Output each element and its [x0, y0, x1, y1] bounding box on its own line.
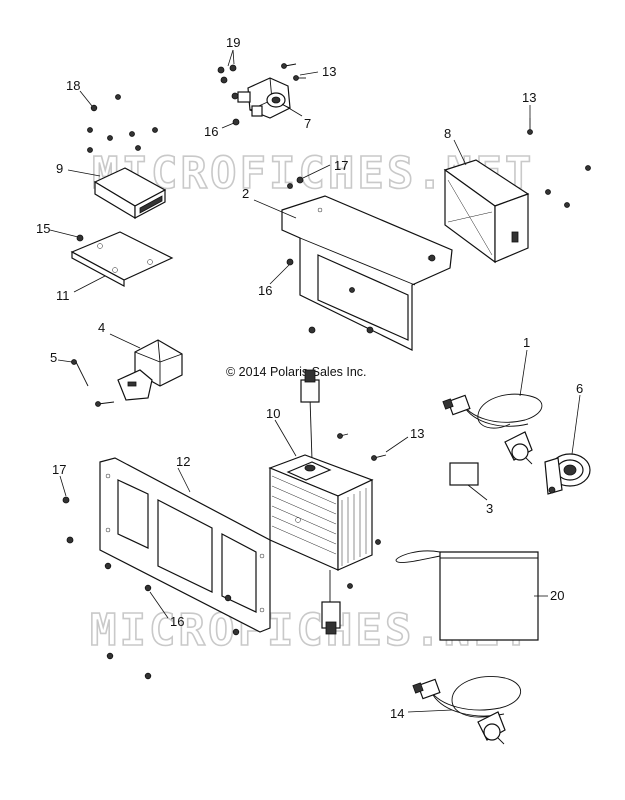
cable-part-14: [412, 676, 522, 745]
callout-13-right: 13: [522, 90, 536, 105]
callout-7: 7: [304, 116, 311, 131]
callout-11: 11: [56, 288, 70, 303]
callout-8: 8: [444, 126, 451, 141]
callout-13-top: 13: [322, 64, 336, 79]
callout-9: 9: [56, 161, 63, 176]
screw-part-13-top: [281, 63, 306, 81]
callout-3: 3: [486, 501, 493, 516]
callout-20: 20: [550, 588, 564, 603]
screw-part-2-right: [428, 254, 436, 262]
callout-4: 4: [98, 320, 105, 335]
nuts-part-19: [217, 64, 239, 100]
cable-part-1: [442, 393, 543, 465]
callout-14: 14: [390, 706, 404, 721]
module-part-9: [93, 167, 167, 220]
callout-19: 19: [226, 35, 240, 50]
relay-part-7: [237, 77, 291, 119]
controller-part-8: [443, 159, 530, 264]
bag-part-20: [395, 550, 539, 641]
callout-16-bottom: 16: [170, 614, 184, 629]
callout-6: 6: [576, 381, 583, 396]
callout-13-mid: 13: [410, 426, 424, 441]
screw-part-5: [71, 359, 115, 407]
screws-part-13-right: [527, 118, 591, 208]
nut-part-16-mid-c: [366, 326, 374, 334]
nuts-part-16-bottom: [104, 562, 240, 680]
callout-12: 12: [176, 454, 190, 469]
callout-17-left: 17: [52, 462, 66, 477]
callout-18: 18: [66, 78, 80, 93]
mount-plate-part-2: [281, 195, 453, 351]
charger-part-10: [268, 369, 374, 635]
copyright-text: © 2014 Polaris Sales Inc.: [226, 365, 367, 379]
plate-part-12: [99, 457, 271, 633]
callout-10: 10: [266, 406, 280, 421]
callout-17-top: 17: [334, 158, 348, 173]
screws-part-13-mid: [337, 433, 387, 589]
callout-5: 5: [50, 350, 57, 365]
socket-part-6: [544, 453, 591, 495]
callout-16-top: 16: [204, 124, 218, 139]
callout-16-mid: 16: [258, 283, 272, 298]
leader-lines: [49, 49, 581, 713]
screws-part-17-left: [62, 496, 74, 544]
screw-part-17-top: [296, 176, 304, 184]
nut-part-16-top: [232, 118, 240, 126]
screws-part-18: [87, 94, 158, 153]
label-part-3: [449, 462, 479, 486]
nut-part-16-mid: [286, 258, 294, 266]
screw-part-17-top-b: [287, 183, 293, 189]
callout-2: 2: [242, 186, 249, 201]
bracket-part-11: [70, 231, 174, 288]
relay-part-4: [117, 339, 183, 401]
callout-15: 15: [36, 221, 50, 236]
callout-1: 1: [523, 335, 530, 350]
nut-part-16-mid-b: [308, 326, 316, 334]
screw-part-15: [76, 234, 84, 242]
